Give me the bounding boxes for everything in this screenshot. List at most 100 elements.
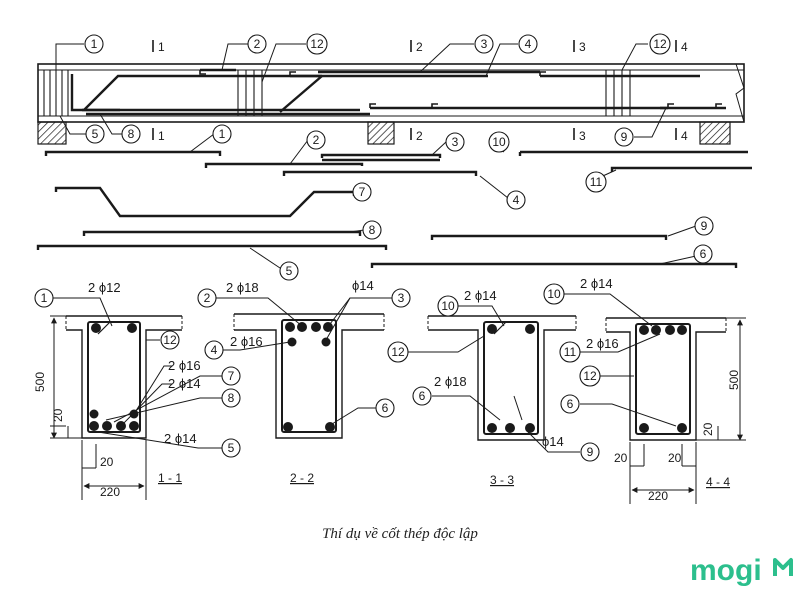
cut-label-3b: 3	[579, 129, 586, 143]
bar-9	[430, 234, 668, 240]
s4-dim-width: 220	[648, 489, 668, 503]
section-cut-marks	[152, 40, 677, 140]
s2-marker-6: 6	[382, 401, 389, 415]
s2-marker-2: 2	[204, 291, 211, 305]
cut-label-2: 2	[416, 40, 423, 54]
s1-marker-1: 1	[41, 291, 48, 305]
bar-marker-11: 11	[590, 175, 603, 189]
s3-label-phi18: 2 ϕ18	[434, 374, 467, 389]
s4-marker-10: 10	[547, 287, 561, 301]
marker-8: 8	[128, 127, 135, 141]
s2-label-phi14: ϕ14	[352, 278, 374, 293]
figure-caption: Thí dụ về cốt thép độc lập	[322, 526, 478, 542]
marker-3: 3	[481, 37, 488, 51]
s2-marker-3: 3	[398, 291, 405, 305]
s1-dim-width: 220	[100, 485, 120, 499]
bar-marker-4: 4	[513, 193, 520, 207]
s3-top-label: 2 ϕ14	[464, 288, 497, 303]
s4-marker-6: 6	[567, 397, 574, 411]
s1-top-label: 2 ϕ12	[88, 280, 121, 295]
s2-label-phi18: 2 ϕ18	[226, 280, 259, 295]
bar-marker-8: 8	[369, 223, 376, 237]
s4-dim-cover: 20	[701, 422, 715, 436]
section-3-3: 10 12 6 9 2 ϕ14 2 ϕ18 ϕ14 3 - 3	[387, 288, 600, 487]
s1-title: 1 - 1	[158, 471, 182, 485]
s4-title: 4 - 4	[706, 475, 730, 489]
s1-marker-7: 7	[228, 369, 235, 383]
s1-label-phi14: 2 ϕ14	[168, 376, 201, 391]
s4-dim-height: 500	[727, 370, 741, 390]
bar-marker-9: 9	[701, 219, 708, 233]
s2-title: 2 - 2	[290, 471, 314, 485]
s1-marker-5: 5	[228, 441, 235, 455]
bar-shapes	[36, 150, 752, 268]
bar-10	[518, 150, 748, 156]
beam-elevation	[37, 40, 745, 145]
s2-label-phi16: 2 ϕ16	[230, 334, 263, 349]
s1-label-phi16: 2 ϕ16	[168, 358, 201, 373]
logo-text: mogi	[690, 554, 762, 587]
bar-5	[36, 244, 388, 250]
s4-dim-cover-right: 20	[668, 451, 682, 465]
bar-marker-6: 6	[700, 247, 707, 261]
s3-marker-9: 9	[587, 445, 594, 459]
marker-9: 9	[621, 130, 628, 144]
bar-8	[82, 230, 362, 236]
s1-marker-12: 12	[163, 333, 177, 347]
cut-label-1b: 1	[158, 129, 165, 143]
s3-marker-6: 6	[419, 389, 426, 403]
marker-4: 4	[525, 37, 532, 51]
bar-2	[204, 162, 364, 168]
section-cut-labels: 1 1 2 2 3 3 4 4	[158, 40, 688, 143]
s3-marker-10: 10	[441, 299, 455, 313]
bar-marker-10: 10	[492, 135, 506, 149]
s3-marker-12: 12	[391, 345, 405, 359]
longitudinal-bars	[70, 68, 726, 116]
marker-5: 5	[92, 127, 99, 141]
support-middle	[367, 121, 395, 145]
logo-mark-icon	[773, 558, 794, 576]
bar-6	[370, 262, 738, 268]
bar-4	[282, 170, 478, 176]
bar-marker-3: 3	[452, 135, 459, 149]
marker-12b: 12	[653, 37, 667, 51]
cut-label-3: 3	[579, 40, 586, 54]
bar-shape-markers: 1 2 3 10 11 4 7 8 9 5 6	[189, 124, 714, 281]
cut-label-2b: 2	[416, 129, 423, 143]
brand-logo: mogi	[690, 554, 794, 588]
section-4-4: 10 11 12 6 2 ϕ14 2 ϕ16 500 20 20 20 220 …	[543, 276, 746, 504]
cut-label-4: 4	[681, 40, 688, 54]
bar-11	[610, 166, 752, 172]
section-1-1: 1 12 7 8 5 2 ϕ12 2 ϕ16 2 ϕ14 2 ϕ14 500 2…	[33, 280, 241, 500]
elevation-markers: 1 2 12 3 4 12 5 8 9	[55, 33, 671, 147]
s3-label-phi14: ϕ14	[542, 434, 564, 449]
support-right	[699, 121, 731, 145]
bar-hooks	[199, 70, 722, 108]
bar-marker-1: 1	[219, 127, 226, 141]
s4-dim-cover-left: 20	[614, 451, 628, 465]
bar-marker-2: 2	[313, 133, 320, 147]
marker-12: 12	[310, 37, 324, 51]
s4-label-phi16: 2 ϕ16	[586, 336, 619, 351]
marker-1: 1	[91, 37, 98, 51]
support-left	[37, 121, 67, 145]
s1-dim-cover-bottom: 20	[100, 455, 114, 469]
bar-1	[44, 150, 222, 156]
bar-7	[54, 186, 356, 218]
s1-label-phi14-bottom: 2 ϕ14	[164, 431, 197, 446]
bar-marker-5: 5	[286, 264, 293, 278]
s3-title: 3 - 3	[490, 473, 514, 487]
cut-label-4b: 4	[681, 129, 688, 143]
s1-dim-cover: 20	[51, 408, 65, 422]
s1-marker-8: 8	[228, 391, 235, 405]
stirrups	[43, 70, 631, 116]
rebar-diagram: 1 1 2 2 3 3 4 4 1 2 12 3 4 12	[33, 33, 752, 504]
s1-dim-height: 500	[33, 372, 47, 392]
s4-marker-12: 12	[583, 369, 597, 383]
s2-marker-4: 4	[211, 343, 218, 357]
bar-marker-7: 7	[359, 185, 366, 199]
break-line	[735, 63, 745, 123]
s4-top-label: 2 ϕ14	[580, 276, 613, 291]
marker-2: 2	[254, 37, 261, 51]
